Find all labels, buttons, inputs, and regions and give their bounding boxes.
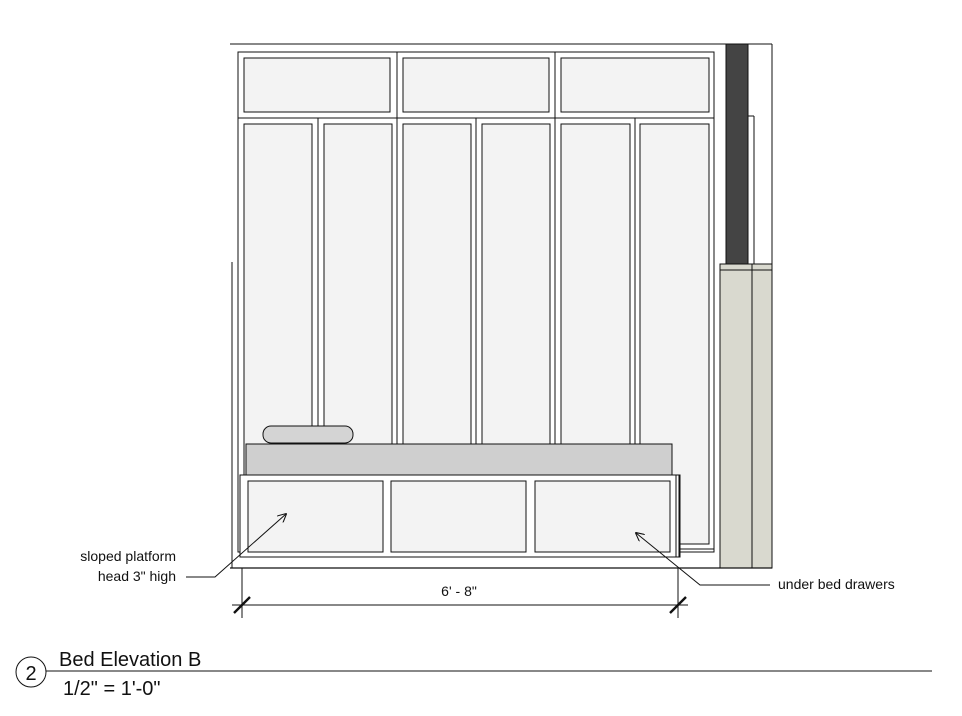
leaders <box>186 514 770 586</box>
leader-left <box>186 514 286 578</box>
drawer-2 <box>390 480 527 553</box>
annotation-right: under bed drawers <box>778 576 895 592</box>
wall-pier-right <box>751 263 773 569</box>
annotation-left-line2: head 3" high <box>98 568 176 584</box>
drawer-1 <box>247 480 384 553</box>
bed <box>230 425 772 569</box>
drawing-title: Bed Elevation B <box>59 649 201 671</box>
dimension-tick-left <box>233 596 251 614</box>
dimension-label: 6' - 8" <box>441 583 477 599</box>
drawer-3 <box>534 480 671 553</box>
upper-panel-2 <box>402 57 550 113</box>
wall-post <box>725 43 749 265</box>
wall-pier-left <box>719 263 753 569</box>
mattress <box>245 443 673 476</box>
drawing-number-circle <box>15 656 47 688</box>
pillow <box>262 425 354 444</box>
leader-right <box>636 533 770 586</box>
drawing-scale: 1/2" = 1'-0" <box>63 678 161 700</box>
title-block: 2 Bed Elevation B 1/2" = 1'-0" <box>15 649 932 700</box>
right-wall <box>719 43 773 569</box>
upper-panel-1 <box>243 57 391 113</box>
dimension <box>232 568 688 618</box>
annotation-left-line1: sloped platform <box>80 548 176 564</box>
drawing-number: 2 <box>25 663 36 685</box>
upper-panel-3 <box>560 57 710 113</box>
dimension-tick-right <box>669 596 687 614</box>
